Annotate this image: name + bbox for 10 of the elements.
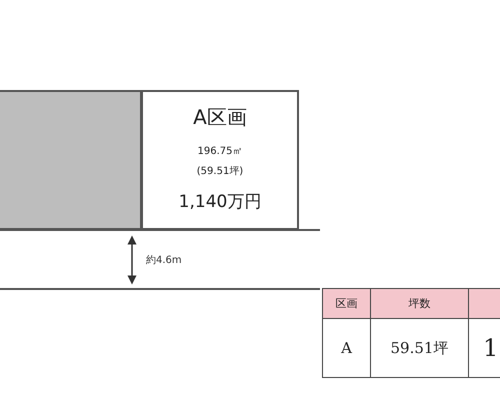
parcel-block	[0, 90, 142, 230]
table-header-cell: 区画	[322, 288, 371, 319]
table-header-cell: 坪数	[370, 288, 469, 319]
lot-area-tsubo: (59.51坪)	[196, 165, 244, 178]
lot-name: A区画	[192, 104, 248, 131]
lot-parcel	[141, 90, 299, 230]
lot-price: 1,140万円	[178, 191, 262, 213]
table-cell: A	[322, 318, 371, 378]
dimension-label: 約4.6m	[146, 254, 182, 267]
lot-area: 196.75㎡	[143, 144, 297, 158]
